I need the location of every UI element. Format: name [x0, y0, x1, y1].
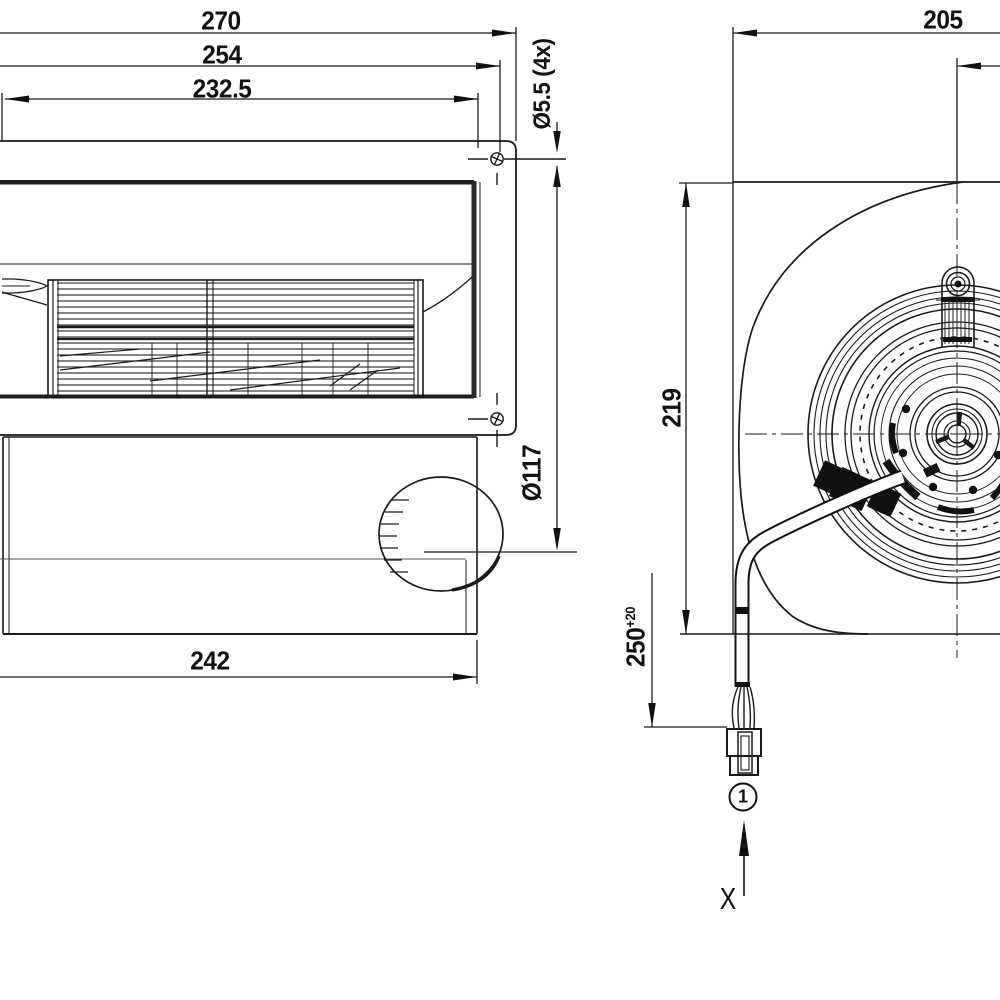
scroll-housing — [732, 181, 1000, 635]
dim-hole-label: Ø5.5 (4x) — [529, 38, 556, 130]
dim-axis-offset — [956, 58, 1000, 182]
dim-232-5 — [1, 93, 479, 148]
dim-254 — [0, 60, 501, 152]
center-lines — [745, 182, 1000, 658]
view-direction-arrow — [739, 820, 749, 896]
dim-cable-tolerance: +20 — [621, 606, 638, 628]
dim-232-5-label: 232.5 — [192, 73, 252, 104]
impeller-blade-edges — [59, 348, 401, 391]
dim-inlet-label: Ø117 — [516, 444, 547, 502]
front-view — [644, 27, 1000, 896]
dim-cable-label: 250+20 — [621, 607, 652, 667]
cable-wires — [731, 686, 756, 729]
screw-hole-top — [468, 152, 566, 185]
screw-hole-bottom — [468, 393, 504, 447]
strut-screw — [945, 271, 971, 297]
support-strut — [936, 266, 980, 347]
impeller-supports — [151, 343, 369, 395]
impeller — [47, 279, 424, 398]
callout-1-badge: 1 — [728, 782, 758, 812]
power-cable — [731, 469, 906, 729]
dim-270 — [0, 27, 517, 141]
dim-205-label: 205 — [923, 4, 963, 35]
dim-205 — [732, 27, 1000, 182]
dim-219 — [679, 182, 733, 634]
outlet-housing — [0, 436, 504, 635]
dim-270-label: 270 — [201, 5, 241, 36]
inlet-cone — [378, 476, 504, 592]
dim-cable-250 — [644, 573, 727, 728]
dim-219-label: 219 — [656, 388, 687, 428]
dim-hole-5-5 — [553, 122, 561, 529]
connector-plug — [726, 728, 762, 776]
dim-cable-base: 250 — [620, 627, 651, 668]
side-view — [0, 27, 577, 684]
mounting-flange — [0, 140, 517, 436]
cable-break-symbol — [734, 607, 748, 614]
dim-242 — [0, 640, 478, 684]
hub-screws — [898, 404, 1000, 495]
view-direction-label: X — [719, 881, 737, 916]
dim-254-label: 254 — [202, 39, 242, 70]
dim-242-label: 242 — [190, 645, 230, 676]
